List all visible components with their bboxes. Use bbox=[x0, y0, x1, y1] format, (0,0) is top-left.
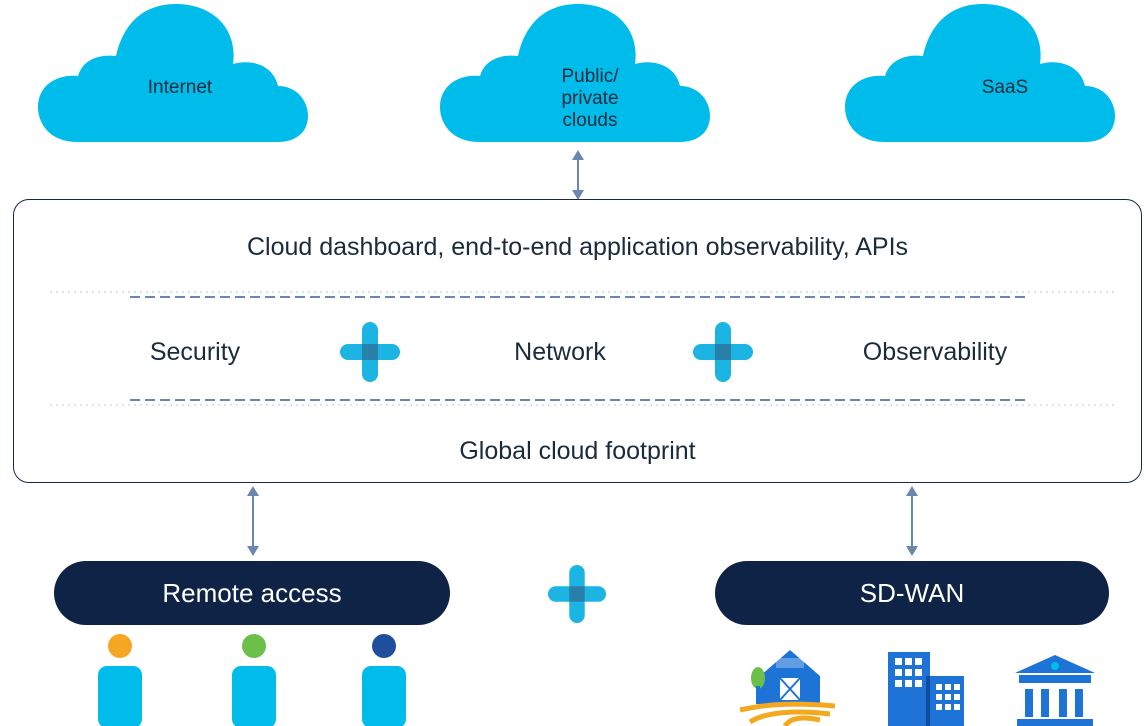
saas-cloud-icon bbox=[845, 4, 1115, 142]
sdwan-pill: SD-WAN bbox=[715, 561, 1109, 625]
office-building-icon bbox=[888, 652, 964, 726]
public-private-line-3: clouds bbox=[562, 110, 618, 131]
panel-top-line: Cloud dashboard, end-to-end application … bbox=[246, 233, 909, 261]
public-private-label: Public/ private clouds bbox=[540, 66, 640, 132]
pillar-network: Network bbox=[514, 338, 606, 366]
internet-cloud-icon bbox=[38, 4, 308, 142]
platform-panel bbox=[13, 199, 1142, 483]
double-arrow-icon bbox=[572, 150, 584, 200]
internet-label: Internet bbox=[147, 77, 213, 98]
public-private-line-1: Public/ bbox=[561, 66, 619, 87]
farm-icon bbox=[740, 650, 835, 726]
double-arrow-icon bbox=[906, 486, 918, 556]
public-private-cloud-icon bbox=[440, 4, 710, 142]
double-arrow-icon bbox=[247, 486, 259, 556]
user-icon bbox=[232, 634, 276, 726]
user-icon bbox=[362, 634, 406, 726]
saas-label: SaaS bbox=[981, 77, 1029, 98]
plus-icon bbox=[693, 322, 753, 382]
plus-icon bbox=[340, 322, 400, 382]
user-icon bbox=[98, 634, 142, 726]
remote-access-pill: Remote access bbox=[54, 561, 450, 625]
plus-icon bbox=[548, 565, 606, 623]
panel-bottom-line: Global cloud footprint bbox=[459, 437, 696, 465]
public-private-line-2: private bbox=[561, 88, 619, 109]
pillar-security: Security bbox=[149, 338, 241, 366]
pillar-observability: Observability bbox=[862, 338, 1008, 366]
bank-icon bbox=[1015, 655, 1095, 726]
